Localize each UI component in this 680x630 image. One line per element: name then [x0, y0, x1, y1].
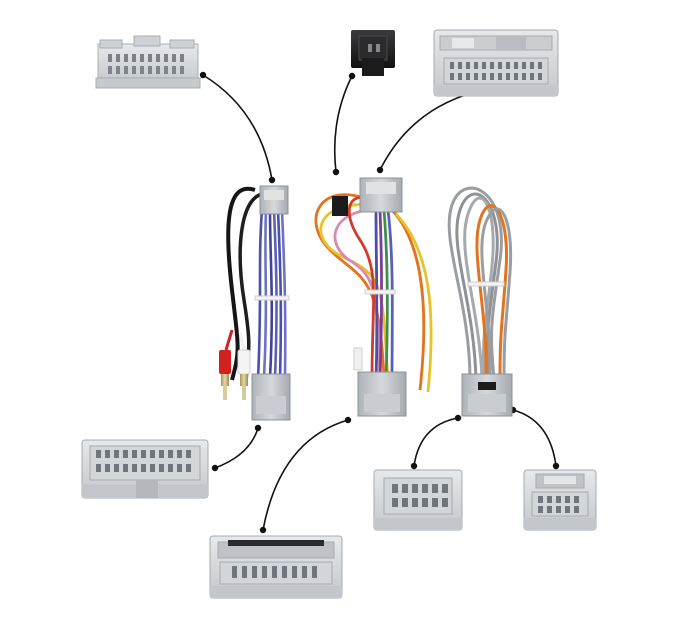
leader-lines — [202, 74, 557, 531]
harness-right — [447, 186, 513, 417]
leader-line-top-left — [202, 74, 273, 181]
connector-top-left — [95, 35, 201, 89]
connector-top-center — [351, 30, 395, 76]
connector-bottom-center — [209, 535, 343, 599]
leader-line-bottom-left — [214, 427, 259, 469]
leader-line-bottom-center — [262, 419, 349, 531]
leader-dots — [199, 71, 560, 534]
harness-center — [314, 177, 433, 417]
leader-line-top-right — [379, 91, 476, 171]
connector-top-right — [433, 29, 559, 97]
connector-bottom-right-a — [373, 469, 463, 531]
leader-line-bottom-right-a — [413, 417, 459, 467]
connector-bottom-right-b — [523, 469, 597, 531]
leader-line-bottom-right-b — [512, 409, 557, 467]
leader-line-top-center — [333, 75, 353, 173]
harness-left — [219, 185, 291, 421]
connector-bottom-left — [81, 439, 209, 499]
